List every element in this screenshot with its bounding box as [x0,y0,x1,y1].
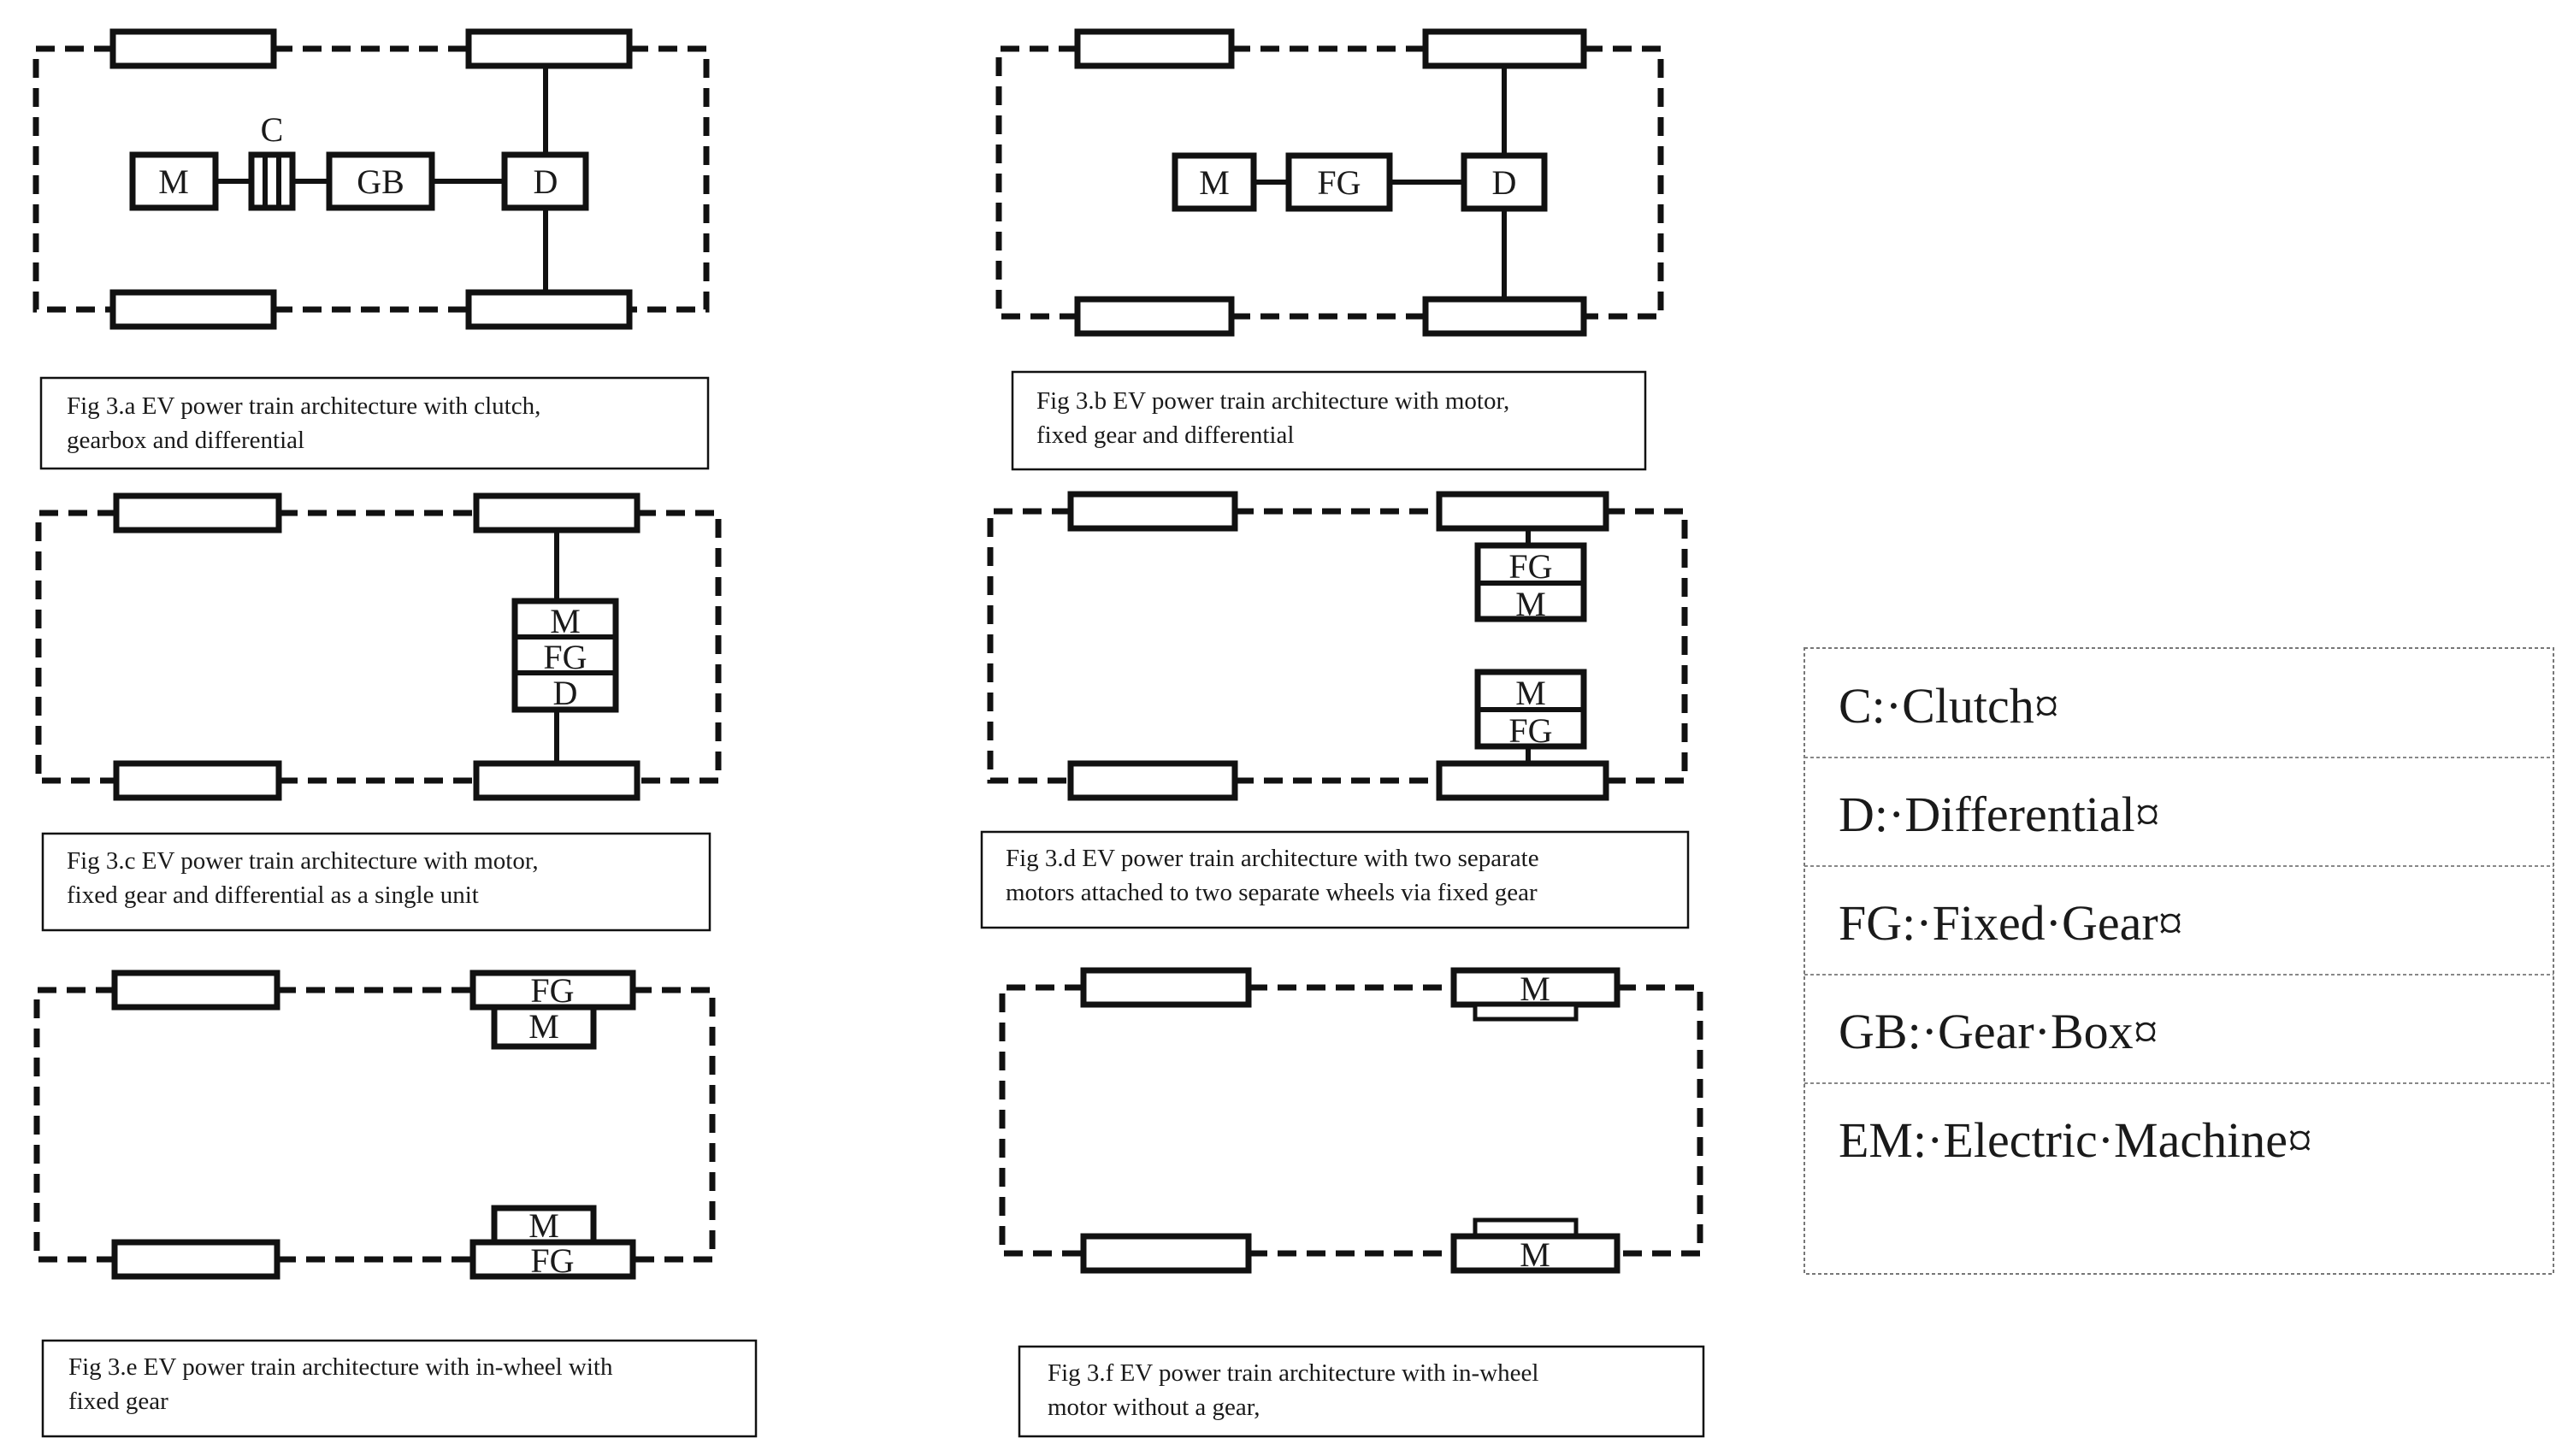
figure-3f-caption: Fig 3.f EV power train architecture with… [1018,1345,1705,1438]
figure-3c-diagram: M FG D [35,492,722,801]
legend-item-differential: D:·Differential¤ [1839,787,2160,842]
motor-label: M [1515,585,1546,623]
wheel-front-left [1067,491,1238,532]
rear-in-wheel-gear [469,1239,636,1280]
figure-3a-diagram: M C GB D [32,28,710,330]
motor-block [129,151,219,211]
fixed-gear-label: FG [1317,163,1361,202]
wheel-rear-right [465,289,633,330]
figure-3d-diagram: FG M M FG [987,491,1688,801]
figure-3f-diagram: M M [999,967,1703,1274]
caption-3a-line2: gearbox and differential [67,427,304,454]
figure-3b-diagram: M FG D [995,28,1664,337]
differential-label: D [534,162,558,201]
wheel-rear-left [1074,296,1235,337]
figure-3a-caption: Fig 3.a EV power train architecture with… [39,376,710,470]
differential-label: D [1492,163,1517,202]
differential-label: D [553,674,578,712]
fixed-gear-label: FG [530,1241,574,1280]
motor-label: M [528,1206,559,1245]
rear-in-wheel-motor [1450,1233,1620,1274]
differential-block [501,151,589,211]
motor-label: M [1520,1235,1550,1274]
figure-3c-caption: Fig 3.c EV power train architecture with… [41,832,711,932]
caption-3b-line2: fixed gear and differential [1036,421,1294,449]
fixed-gear-label: FG [1508,547,1552,586]
wheel-front-right [473,492,641,533]
wheel-rear-right [473,760,641,801]
wheel-rear-left [111,1239,280,1280]
wheel-front-left [1080,967,1252,1008]
fixed-gear-label: FG [543,638,587,676]
caption-3a-line1: Fig 3.a EV power train architecture with… [67,392,540,420]
wheel-rear-right [1422,296,1587,337]
caption-3d-line2: motors attached to two separate wheels v… [1006,879,1538,906]
fixed-gear-label: FG [1508,711,1552,750]
figure-3b-caption: Fig 3.b EV power train architecture with… [1011,370,1647,471]
clutch-label: C [261,110,284,149]
wheel-front-left [111,970,280,1011]
caption-3b-line1: Fig 3.b EV power train architecture with… [1036,387,1509,415]
caption-3f-line2: motor without a gear, [1048,1394,1260,1421]
front-in-wheel-motor [491,1004,597,1050]
caption-3c-line2: fixed gear and differential as a single … [67,881,479,909]
wheel-front-right [1436,491,1609,532]
figure-3d-caption: Fig 3.d EV power train architecture with… [980,830,1690,929]
front-in-wheel-gear [469,970,636,1011]
motor-label: M [158,162,189,201]
motor-label: M [1515,674,1546,712]
caption-3d-line1: Fig 3.d EV power train architecture with… [1006,845,1539,872]
caption-3c-line1: Fig 3.c EV power train architecture with… [67,847,539,875]
motor-block [1172,152,1257,212]
legend-item-gear-box: GB:·Gear·Box¤ [1839,1004,2158,1059]
motor-label: M [1520,970,1550,1008]
wheel-rear-left [109,289,277,330]
motor-label: M [1199,163,1230,202]
wheel-rear-left [113,760,282,801]
front-in-wheel-motor [1450,967,1620,1008]
figure-3e-caption: Fig 3.e EV power train architecture with… [41,1339,758,1438]
wheel-front-left [109,28,277,69]
legend-item-clutch: C:·Clutch¤ [1839,678,2059,734]
wheel-front-left [113,492,282,533]
fixed-gear-block [1285,152,1393,212]
wheel-front-right [465,28,633,69]
clutch-block [248,151,296,211]
wheel-rear-left [1080,1233,1252,1274]
gearbox-label: GB [357,162,404,201]
motor-label: M [528,1007,559,1046]
legend-item-electric-machine: EM:·Electric·Machine¤ [1839,1112,2312,1168]
gearbox-block [326,151,435,211]
motor-label: M [550,602,581,640]
differential-block [1461,152,1548,212]
wheel-rear-left [1067,760,1238,801]
caption-3e-line1: Fig 3.e EV power train architecture with… [68,1353,613,1381]
wheel-front-right [1422,28,1587,69]
figure-3e-diagram: FG M M FG [33,970,716,1280]
legend-item-fixed-gear: FG:·Fixed·Gear¤ [1839,895,2183,951]
motor-gear-diff-unit [511,598,619,713]
abbreviation-legend: C:·Clutch¤ D:·Differential¤ FG:·Fixed·Ge… [1804,647,2554,1275]
wheel-front-left [1074,28,1235,69]
front-motor-hub [1473,1002,1579,1022]
caption-3e-line2: fixed gear [68,1388,168,1415]
caption-3f-line1: Fig 3.f EV power train architecture with… [1048,1359,1538,1387]
fixed-gear-label: FG [530,971,574,1010]
wheel-rear-right [1436,760,1609,801]
